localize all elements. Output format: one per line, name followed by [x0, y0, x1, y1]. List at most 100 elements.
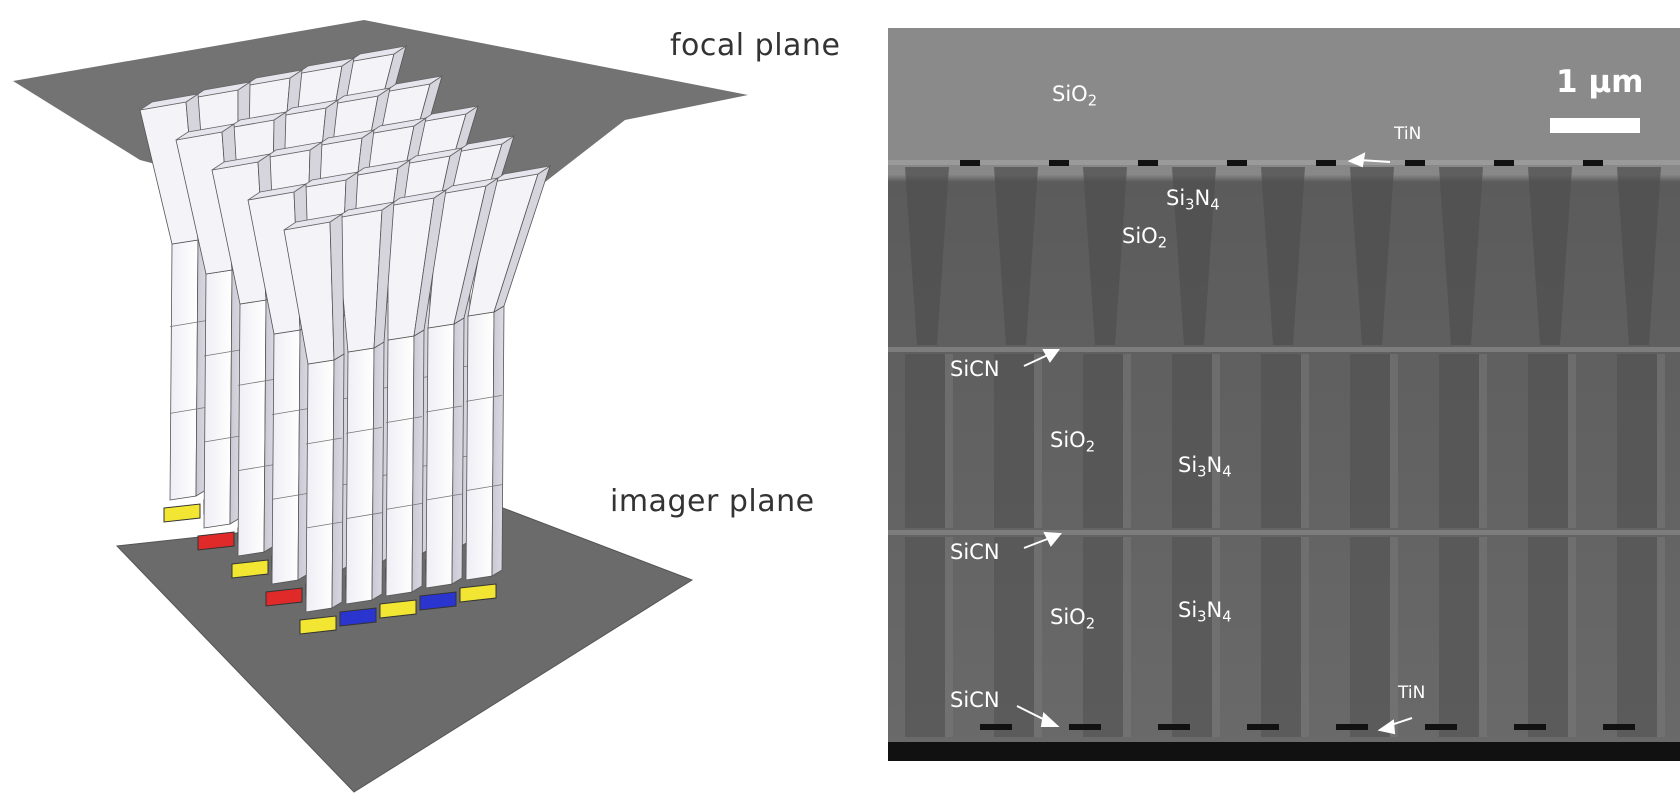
sem-mid-edge-1 — [1034, 354, 1042, 528]
pillar-seg-r1c0-2 — [203, 349, 241, 357]
pillar-seg-r4c0-2 — [305, 437, 343, 445]
tin-mark-top-3 — [1227, 160, 1247, 166]
label-si3n4-mid-sub: 3 — [1197, 463, 1207, 481]
funnel-cap-r2c0 — [211, 153, 271, 171]
funnel-cap-r4c2 — [387, 189, 447, 207]
sem-low-band-5 — [1350, 537, 1390, 737]
sem-low-edge-0 — [945, 537, 953, 737]
label-si3n4-low-sub: 3 — [1197, 608, 1207, 626]
label-si3n4-mid: Si3N4 — [1178, 453, 1232, 480]
sem-layer-line-3 — [888, 530, 1680, 535]
label-si3n4-mid-sub2: 4 — [1222, 463, 1232, 481]
pillar-seg-r4c1-2 — [345, 426, 383, 434]
funnel-cap-r1c1 — [227, 111, 287, 129]
sem-upper-band-7 — [1528, 167, 1572, 345]
tin-mark-top-6 — [1494, 160, 1514, 166]
arrow-sicn-1-head — [1042, 349, 1060, 363]
sem-mid-edge-6 — [1479, 354, 1487, 528]
sem-mid-band-7 — [1528, 354, 1568, 528]
funnel-cap-r1c3 — [331, 87, 391, 105]
tin-mark-top-2 — [1138, 160, 1158, 166]
label-sicn-1: SiCN — [950, 357, 1000, 381]
arrow-sicn-2 — [1023, 537, 1051, 549]
sem-mid-edge-3 — [1212, 354, 1220, 528]
pixel-block-r1c0 — [197, 531, 235, 551]
label-tin-bottom-text: TiN — [1398, 683, 1426, 703]
sem-low-band-6 — [1439, 537, 1479, 737]
tin-mark-top-1 — [1049, 160, 1069, 166]
pillar-body-r1c0 — [203, 269, 233, 529]
pixel-block-r4c3 — [419, 591, 457, 611]
funnel-cap-r3c0 — [247, 183, 307, 201]
funnel-cap-r4c3 — [439, 177, 499, 195]
label-si3n4-low-base2: N — [1206, 598, 1223, 622]
sem-low-edge-7 — [1568, 537, 1576, 737]
tin-mark-bottom-5 — [1425, 724, 1457, 730]
pillar-body-r4c4 — [465, 311, 495, 581]
funnel-cap-r3c3 — [403, 147, 463, 165]
sem-low-band-1 — [994, 537, 1034, 737]
arrow-sicn-2-head — [1043, 531, 1063, 547]
label-sio2-top-sub: 2 — [1087, 92, 1098, 110]
label-sio2-low-sub: 2 — [1085, 615, 1096, 633]
tin-mark-bottom-2 — [1158, 724, 1190, 730]
sem-mid-edge-2 — [1123, 354, 1131, 528]
sem-columns — [905, 167, 1665, 737]
sem-mid-edge-0 — [945, 354, 953, 528]
funnel-cap-r4c1 — [335, 201, 395, 219]
arrow-tin-top — [1359, 159, 1391, 163]
label-sio2-low-base: SiO — [1050, 605, 1086, 629]
pillar-seg-r0c0-2 — [169, 320, 207, 328]
sem-mid-band-2 — [1083, 354, 1123, 528]
pillar-body-r4c0 — [305, 359, 335, 613]
sem-low-band-0 — [905, 537, 945, 737]
pillar-seg-r2c0-1 — [237, 464, 275, 472]
funnel-cap-r3c1 — [299, 171, 359, 189]
sem-mid-band-6 — [1439, 354, 1479, 528]
sem-low-edge-6 — [1479, 537, 1487, 737]
sem-upper-band-1 — [994, 167, 1038, 345]
pixel-block-r4c1 — [339, 607, 377, 627]
sem-upper-band-8 — [1617, 167, 1661, 345]
label-si3n4-low: Si3N4 — [1178, 598, 1232, 625]
sem-mid-band-0 — [905, 354, 945, 528]
label-sio2-upper: SiO2 — [1122, 224, 1167, 251]
pillar-seg-r4c2-1 — [385, 502, 423, 510]
label-sicn-1-text: SiCN — [950, 357, 1000, 381]
tin-mark-bottom-6 — [1514, 724, 1546, 730]
sem-upper-band-0 — [905, 167, 949, 345]
tin-mark-top-0 — [960, 160, 980, 166]
tin-mark-top-7 — [1583, 160, 1603, 166]
label-sicn-3: SiCN — [950, 688, 1000, 712]
sem-mid-edge-5 — [1390, 354, 1398, 528]
pixel-block-r3c0 — [265, 587, 303, 607]
arrow-sicn-3 — [1016, 705, 1048, 722]
arrow-tin-top-head — [1347, 152, 1366, 168]
sem-top-oxide — [888, 28, 1680, 163]
funnel-cap-r2c2 — [315, 129, 375, 147]
sem-low-edge-1 — [1034, 537, 1042, 737]
pillar-seg-r4c4-2 — [465, 394, 503, 402]
pillar-side-r4c0 — [331, 353, 345, 609]
label-sio2-mid: SiO2 — [1050, 428, 1095, 455]
tin-mark-bottom-4 — [1336, 724, 1368, 730]
sem-mid-band-1 — [994, 354, 1034, 528]
tin-mark-top-4 — [1316, 160, 1336, 166]
pillar-side-r4c2 — [411, 329, 425, 593]
funnel-cap-r0c1 — [191, 81, 251, 99]
funnel-cap-r1c0 — [175, 123, 235, 141]
funnel-tops — [139, 45, 551, 365]
sem-mid-edge-4 — [1301, 354, 1309, 528]
label-si3n4-upper-sub2: 4 — [1210, 196, 1220, 214]
sem-low-edge-2 — [1123, 537, 1131, 737]
pillar-side-r4c4 — [491, 305, 505, 577]
imager-plane-label: imager plane — [610, 484, 815, 519]
sem-mid-band-3 — [1172, 354, 1212, 528]
pillar-side-r4c3 — [451, 317, 465, 585]
pillar-seg-r3c0-1 — [271, 492, 309, 500]
pillar-seg-r2c0-2 — [237, 378, 275, 386]
label-si3n4-upper-base: Si — [1166, 186, 1186, 210]
pillar-body-r4c1 — [345, 347, 375, 605]
label-tin-top-text: TiN — [1394, 124, 1422, 144]
